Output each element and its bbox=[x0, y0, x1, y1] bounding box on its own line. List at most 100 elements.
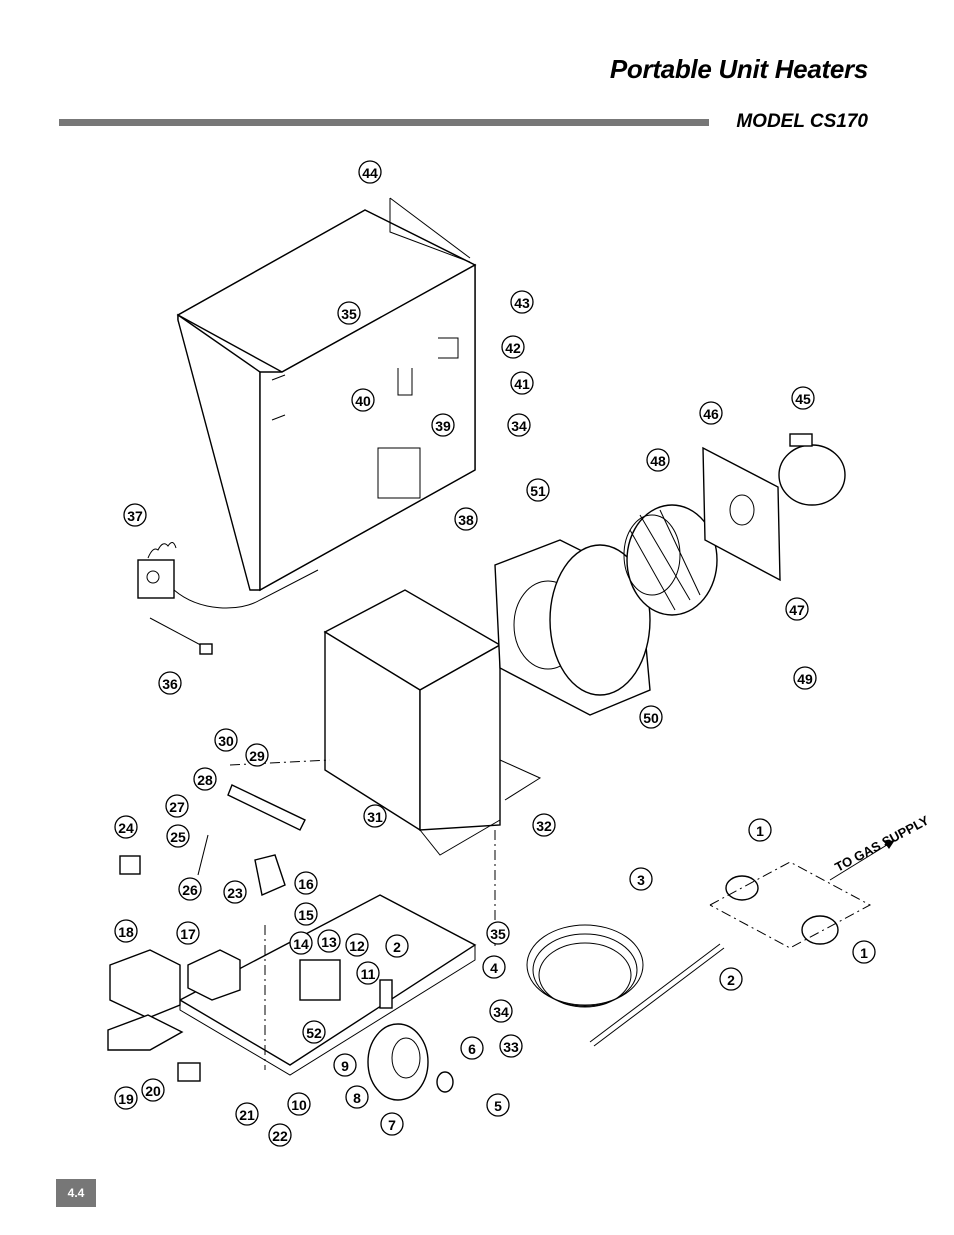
callout-19: 19 bbox=[114, 1086, 138, 1110]
callout-28: 28 bbox=[193, 767, 217, 791]
callout-41: 41 bbox=[510, 371, 534, 395]
callout-5: 5 bbox=[486, 1093, 510, 1117]
callout-label: 46 bbox=[703, 406, 719, 422]
wheel bbox=[367, 1023, 454, 1101]
callout-13: 13 bbox=[317, 929, 341, 953]
callout-label: 45 bbox=[795, 391, 811, 407]
callout-10: 10 bbox=[287, 1092, 311, 1116]
callout-26: 26 bbox=[178, 877, 202, 901]
regulator-assembly bbox=[709, 839, 896, 949]
callout-label: 18 bbox=[118, 924, 134, 940]
callout-2: 2 bbox=[385, 934, 409, 958]
callout-2: 2 bbox=[719, 967, 743, 991]
callout-4: 4 bbox=[482, 955, 506, 979]
callout-52: 52 bbox=[302, 1020, 326, 1044]
callout-label: 29 bbox=[249, 748, 265, 764]
callout-11: 11 bbox=[356, 961, 380, 985]
callout-label: 10 bbox=[291, 1097, 307, 1113]
callout-43: 43 bbox=[510, 290, 534, 314]
callout-label: 28 bbox=[197, 772, 213, 788]
callout-label: 31 bbox=[367, 809, 383, 825]
callout-label: 47 bbox=[789, 602, 805, 618]
callout-label: 39 bbox=[435, 418, 451, 434]
callout-49: 49 bbox=[793, 666, 817, 690]
callout-label: 25 bbox=[170, 829, 186, 845]
callout-label: 3 bbox=[637, 872, 645, 888]
callout-50: 50 bbox=[639, 705, 663, 729]
blower-housing bbox=[494, 539, 651, 716]
callout-label: 35 bbox=[490, 926, 506, 942]
callout-label: 34 bbox=[511, 418, 527, 434]
callout-label: 49 bbox=[797, 671, 813, 687]
callout-47: 47 bbox=[785, 597, 809, 621]
callout-29: 29 bbox=[245, 743, 269, 767]
callout-24: 24 bbox=[114, 815, 138, 839]
callout-31: 31 bbox=[363, 804, 387, 828]
callout-16: 16 bbox=[294, 871, 318, 895]
callout-label: 1 bbox=[756, 823, 764, 839]
page-title: Portable Unit Heaters bbox=[609, 54, 868, 84]
callout-label: 22 bbox=[272, 1128, 288, 1144]
callout-label: 23 bbox=[227, 885, 243, 901]
callout-label: 16 bbox=[298, 876, 314, 892]
callout-label: 36 bbox=[162, 676, 178, 692]
callout-label: 42 bbox=[505, 340, 521, 356]
control-boxes bbox=[107, 949, 241, 1082]
callout-label: 41 bbox=[514, 376, 530, 392]
callout-label: 9 bbox=[341, 1058, 349, 1074]
callout-22: 22 bbox=[268, 1123, 292, 1147]
callout-label: 7 bbox=[388, 1117, 396, 1133]
callout-label: 24 bbox=[118, 820, 134, 836]
callout-34: 34 bbox=[507, 413, 531, 437]
callout-label: 48 bbox=[650, 453, 666, 469]
callout-6: 6 bbox=[460, 1036, 484, 1060]
callout-18: 18 bbox=[114, 919, 138, 943]
callout-17: 17 bbox=[176, 921, 200, 945]
header-rule bbox=[59, 119, 709, 126]
motor-mount bbox=[702, 433, 846, 582]
callout-label: 13 bbox=[321, 934, 337, 950]
callout-9: 9 bbox=[333, 1053, 357, 1077]
callout-label: 6 bbox=[468, 1041, 476, 1057]
callout-label: 34 bbox=[493, 1004, 509, 1020]
callout-label: 17 bbox=[180, 926, 196, 942]
callout-35: 35 bbox=[337, 301, 361, 325]
callout-label: 40 bbox=[355, 393, 371, 409]
callout-33: 33 bbox=[499, 1034, 523, 1058]
callout-label: 38 bbox=[458, 512, 474, 528]
callout-label: 12 bbox=[349, 938, 365, 954]
callout-label: 20 bbox=[145, 1083, 161, 1099]
cabinet-housing bbox=[176, 197, 477, 592]
callout-14: 14 bbox=[289, 931, 313, 955]
callout-15: 15 bbox=[294, 902, 318, 926]
callout-label: 52 bbox=[306, 1025, 322, 1041]
callout-label: 30 bbox=[218, 733, 234, 749]
callout-40: 40 bbox=[351, 388, 375, 412]
thermostat-and-cord bbox=[137, 542, 319, 655]
callout-37: 37 bbox=[123, 503, 147, 527]
callout-label: 14 bbox=[293, 936, 309, 952]
callout-32: 32 bbox=[532, 813, 556, 837]
callout-label: 21 bbox=[239, 1107, 255, 1123]
callout-label: 5 bbox=[494, 1098, 502, 1114]
blower-wheel bbox=[623, 504, 718, 616]
callout-48: 48 bbox=[646, 448, 670, 472]
callout-23: 23 bbox=[223, 880, 247, 904]
callout-1: 1 bbox=[748, 818, 772, 842]
callout-label: 11 bbox=[361, 966, 376, 982]
callout-42: 42 bbox=[501, 335, 525, 359]
model-label: MODEL CS170 bbox=[736, 111, 868, 132]
callout-label: 1 bbox=[860, 945, 868, 961]
callout-label: 19 bbox=[118, 1091, 134, 1107]
callout-label: 51 bbox=[530, 483, 546, 499]
callout-30: 30 bbox=[214, 728, 238, 752]
callout-1: 1 bbox=[852, 940, 876, 964]
callout-label: 50 bbox=[643, 710, 659, 726]
burner-bracket bbox=[119, 784, 306, 896]
callout-label: 33 bbox=[503, 1039, 519, 1055]
callout-label: 27 bbox=[169, 799, 185, 815]
callout-7: 7 bbox=[380, 1112, 404, 1136]
callout-34: 34 bbox=[489, 999, 513, 1023]
callout-39: 39 bbox=[431, 413, 455, 437]
